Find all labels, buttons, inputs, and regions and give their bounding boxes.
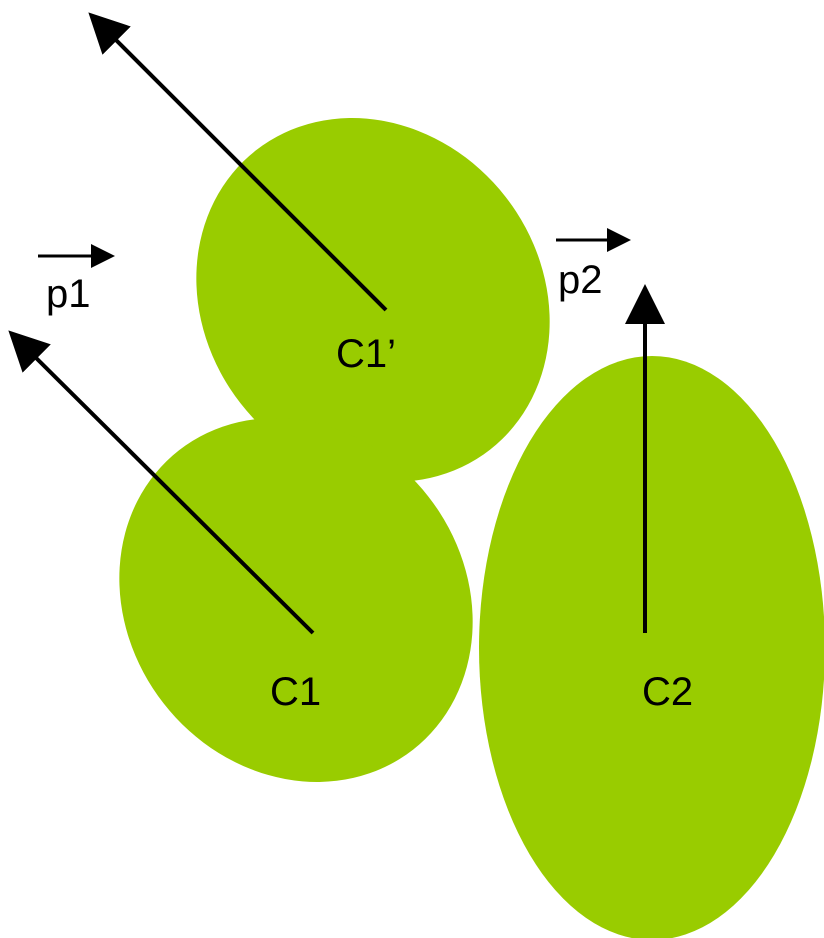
- ellipse-c1: [119, 418, 473, 782]
- vector-arrow-c1-prime: [88, 12, 388, 312]
- label-p2: p2: [558, 258, 603, 302]
- label-c1: C1: [270, 670, 321, 714]
- label-p1: p1: [46, 272, 91, 316]
- vector-arrow-c1: [8, 330, 315, 635]
- label-c1-prime: C1’: [336, 332, 396, 376]
- label-c2: C2: [642, 670, 693, 714]
- ellipse-c2: [479, 356, 824, 938]
